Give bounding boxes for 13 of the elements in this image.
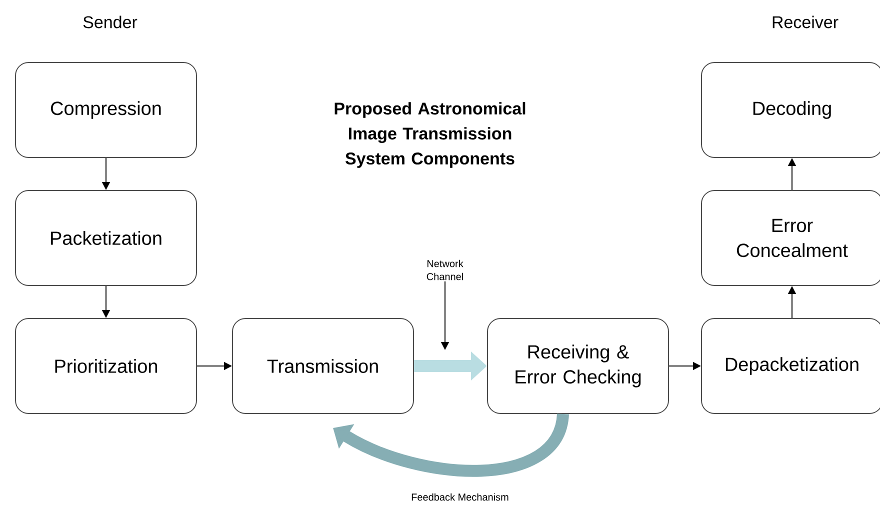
process-box: Packetization [15, 190, 197, 286]
process-box: Compression [15, 62, 197, 158]
process-box: Decoding [701, 62, 880, 158]
process-box: Receiving & Error Checking [487, 318, 669, 414]
process-box: Error Concealment [701, 190, 880, 286]
process-box: Prioritization [15, 318, 197, 414]
process-box: Depacketization [701, 318, 880, 414]
diagram-title: Proposed Astronomical Image Transmission System Components [334, 102, 526, 168]
column-heading: Receiver [772, 16, 838, 28]
edge-label: Feedback Mechanism [410, 492, 510, 502]
process-box: Transmission [232, 318, 414, 414]
column-heading: Sender [83, 16, 138, 28]
channel-label: Network Channel [426, 260, 464, 280]
